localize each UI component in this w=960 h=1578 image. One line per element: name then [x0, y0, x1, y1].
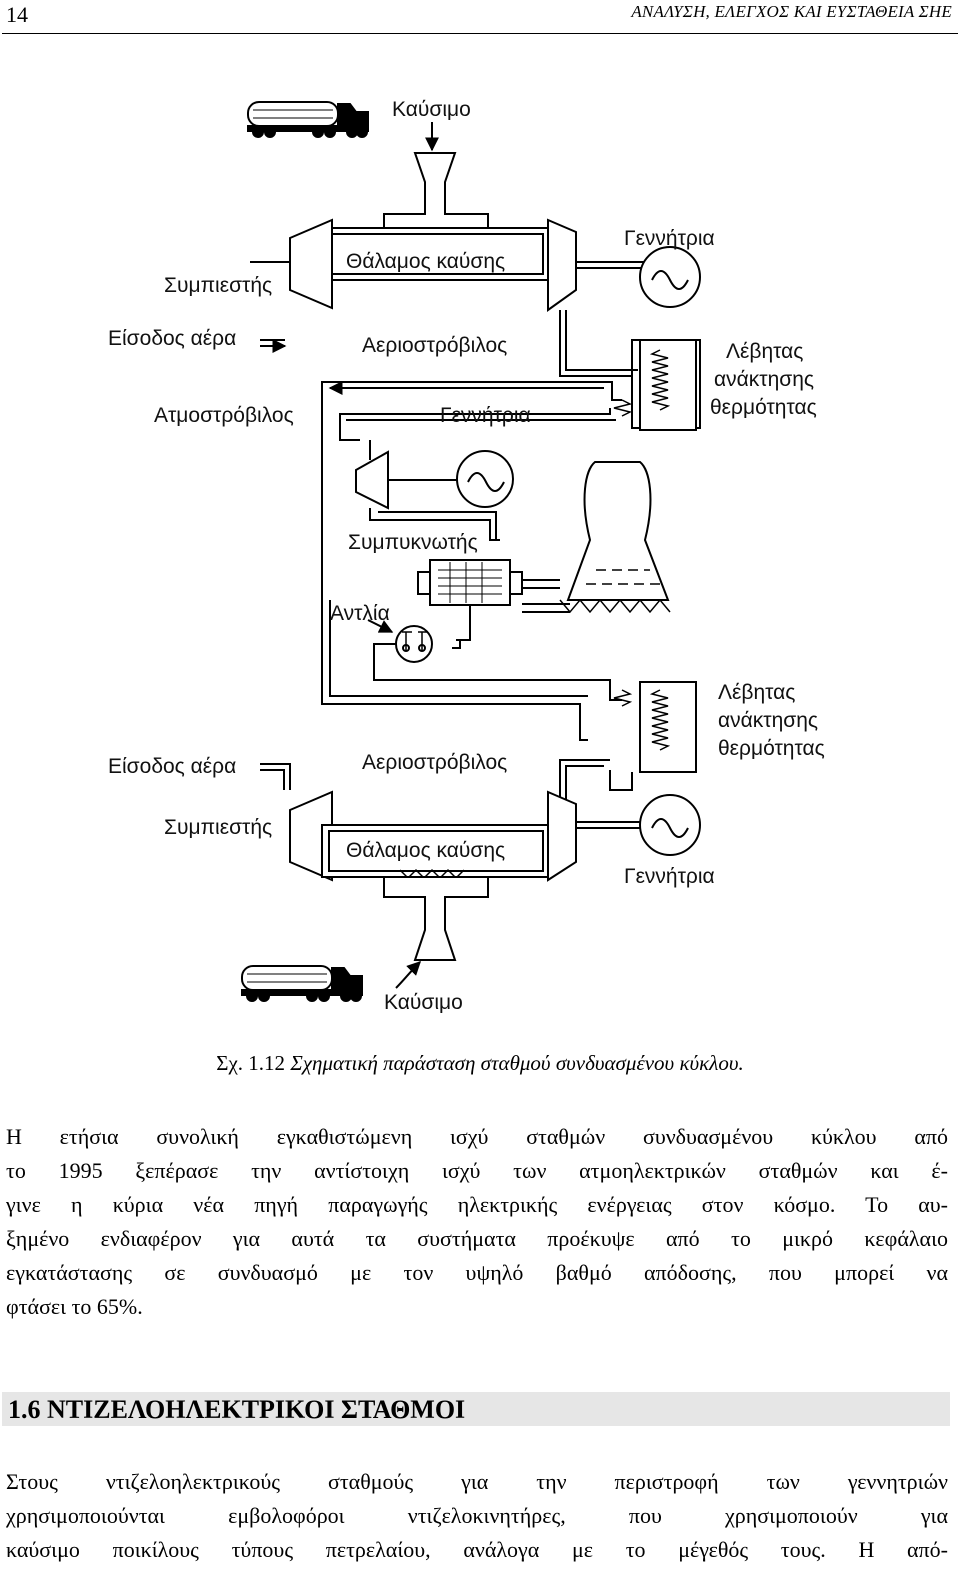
header-rule	[2, 33, 958, 34]
paragraph-line: το 1995 ξεπέρασε την αντίστοιχη ισχύ των…	[6, 1158, 948, 1183]
label-hrsg-bottom-3: θερμότητας	[718, 737, 825, 760]
paragraph-line: ξημένο ενδιαφέρον για αυτά τα συστήματα …	[6, 1226, 948, 1251]
label-hrsg-bottom-2: ανάκτησης	[718, 709, 818, 732]
label-gas-turbine-bottom: Αεριοστρόβιλος	[362, 751, 507, 774]
paragraph-line: φτάσει το 65%.	[6, 1294, 143, 1319]
page-header: 14 ΑΝΑΛΥΣΗ, ΕΛΕΓΧΟΣ ΚΑΙ ΕΥΣΤΑΘΕΙΑ ΣΗΕ	[0, 0, 960, 36]
section-heading-bar: 1.6 ΝΤΙΖΕΛΟΗΛΕΚΤΡΙΚΟΙ ΣΤΑΘΜΟΙ	[2, 1392, 950, 1426]
figure-caption-text: Σχηματική παράσταση σταθμού συνδυασμένου…	[290, 1051, 744, 1075]
paragraph-line: Η ετήσια συνολική εγκαθιστώμενη ισχύ στα…	[6, 1124, 948, 1149]
label-compressor-top: Συμπιεστής	[164, 274, 272, 297]
label-generator-bottom: Γεννήτρια	[624, 865, 715, 888]
steam-turbine	[355, 440, 460, 510]
paragraph-line: καύσιμο ποικίλους τύπους πετρελαίου, ανά…	[6, 1537, 948, 1562]
cooling-tower-icon	[522, 461, 671, 614]
combustion-chamber-bottom	[321, 824, 551, 878]
hrsg-top	[613, 339, 697, 431]
label-combustion-top: Θάλαμος καύσης	[346, 250, 505, 273]
label-fuel-bottom: Καύσιμο	[384, 991, 463, 1014]
generator-bottom-icon	[639, 794, 701, 856]
pump-pointer	[367, 619, 394, 633]
gas-turbine-top	[547, 218, 650, 312]
generator-mid-icon	[456, 450, 514, 508]
gas-turbine-bottom	[547, 790, 650, 882]
label-hrsg-top-1: Λέβητας	[726, 340, 803, 363]
page-number: 14	[6, 2, 28, 27]
fuel-arrow-bottom	[395, 961, 421, 989]
label-fuel-top: Καύσιμο	[392, 98, 471, 121]
fuel-truck-top-icon	[247, 101, 369, 138]
air-inlet-arrow-top	[260, 340, 285, 346]
label-compressor-bottom: Συμπιεστής	[164, 816, 272, 839]
compressor-top	[289, 218, 333, 310]
label-pump: Αντλία	[330, 602, 390, 625]
fuel-truck-bottom-icon	[241, 965, 363, 1002]
figure-number: Σχ. 1.12	[216, 1051, 286, 1075]
label-steam-turbine: Ατμοστρόβιλος	[154, 404, 294, 427]
generator-top-icon	[639, 246, 701, 308]
label-air-inlet-top: Είσοδος αέρα	[108, 327, 236, 350]
combustion-chamber-top	[321, 227, 551, 281]
figure-caption: Σχ. 1.12 Σχηματική παράσταση σταθμού συν…	[0, 1051, 960, 1076]
fuel-funnel-bottom	[383, 868, 489, 961]
label-air-inlet-bottom: Είσοδος αέρα	[108, 755, 236, 778]
label-hrsg-top-2: ανάκτησης	[714, 368, 814, 391]
air-inlet-arrow-bottom	[260, 763, 291, 790]
combined-cycle-diagram: Καύσιμο Γεννήτρια Συμπιεστής Θάλαμος καύ…	[108, 98, 825, 1014]
label-combustion-bottom: Θάλαμος καύσης	[346, 839, 505, 862]
hrsg-bottom	[609, 681, 697, 791]
label-gas-turbine-top: Αεριοστρόβιλος	[362, 334, 507, 357]
label-condenser: Συμπυκνωτής	[348, 531, 478, 554]
paragraph-combined-cycle: Η ετήσια συνολική εγκαθιστώμενη ισχύ στα…	[6, 1120, 948, 1324]
label-hrsg-top-3: θερμότητας	[710, 396, 817, 419]
paragraph-line: Στους ντιζελοηλεκτρικούς σταθμούς για τη…	[6, 1469, 948, 1494]
paragraph-line: εγκατάστασης σε συνδυασμό με τον υψηλό β…	[6, 1260, 948, 1285]
paragraph-diesel: Στους ντιζελοηλεκτρικούς σταθμούς για τη…	[6, 1465, 948, 1567]
pump-icon	[395, 625, 433, 663]
label-generator-top: Γεννήτρια	[624, 227, 715, 250]
paragraph-line: χρησιμοποιούνται εμβολοφόροι ντιζελοκινη…	[6, 1503, 948, 1528]
section-title: 1.6 ΝΤΙΖΕΛΟΗΛΕΚΤΡΙΚΟΙ ΣΤΑΘΜΟΙ	[8, 1395, 466, 1424]
running-title: ΑΝΑΛΥΣΗ, ΕΛΕΓΧΟΣ ΚΑΙ ΕΥΣΤΑΘΕΙΑ ΣΗΕ	[631, 2, 952, 21]
condenser	[417, 559, 523, 606]
label-hrsg-bottom-1: Λέβητας	[718, 681, 795, 704]
label-generator-mid: Γεννήτρια	[440, 404, 531, 427]
paragraph-line: γινε η κύρια νέα πηγή παραγωγής ηλεκτρικ…	[6, 1192, 948, 1217]
